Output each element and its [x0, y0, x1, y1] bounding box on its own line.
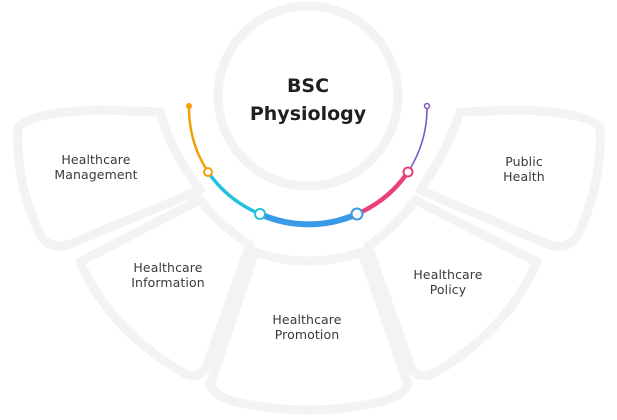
node-blue — [350, 207, 364, 221]
node-end-dot — [423, 102, 431, 110]
segment-label-public-health-line2: Health — [503, 169, 545, 184]
segment-label-policy-line1: Healthcare — [413, 267, 483, 282]
segment-management-outline — [13, 105, 205, 251]
arc-segment-cyan — [206, 170, 262, 216]
node-orange — [203, 167, 213, 177]
segment-public-health-outline — [415, 105, 605, 251]
segment-label-promotion-line2: Promotion — [274, 327, 340, 342]
center-title: BSC Physiology — [228, 72, 388, 128]
segment-label-promotion: Healthcare Promotion — [247, 312, 367, 342]
node-pink — [402, 166, 414, 178]
segment-label-management-line2: Management — [54, 167, 138, 182]
segment-label-management: Healthcare Management — [36, 152, 156, 182]
segment-label-information: Healthcare Information — [108, 260, 228, 290]
segment-label-management-line1: Healthcare — [61, 152, 131, 167]
arc-segment-pink — [354, 169, 411, 217]
segment-label-policy: Healthcare Policy — [388, 267, 508, 297]
arc-segment-purple — [407, 105, 428, 173]
segment-label-public-health-line1: Public — [505, 154, 543, 169]
segment-information-outline — [75, 195, 255, 380]
center-title-line1: BSC — [286, 75, 330, 97]
segment-label-promotion-line1: Healthcare — [272, 312, 342, 327]
node-cyan — [254, 208, 266, 220]
center-title-line2: Physiology — [249, 103, 367, 125]
arc-nodes — [186, 102, 431, 221]
segment-policy-outline — [363, 195, 542, 380]
segment-label-public-health: Public Health — [464, 154, 584, 184]
center-circle-outline — [213, 1, 403, 191]
node-start-dot — [186, 103, 192, 109]
outer-segments — [13, 1, 605, 415]
segment-label-information-line1: Healthcare — [133, 260, 203, 275]
arc-segment-blue — [257, 211, 360, 228]
arc-segment-orange — [187, 104, 210, 174]
segment-promotion-outline — [205, 247, 413, 415]
segment-label-information-line2: Information — [131, 275, 205, 290]
segment-label-policy-line2: Policy — [429, 282, 467, 297]
